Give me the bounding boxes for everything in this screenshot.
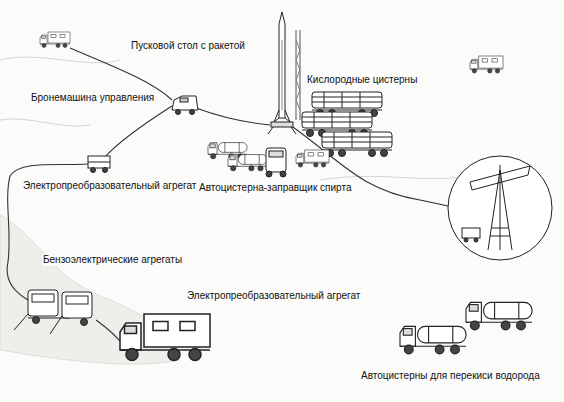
small-vehicle bbox=[40, 32, 70, 48]
antenna-callout bbox=[420, 156, 552, 260]
control-vehicle bbox=[172, 96, 198, 115]
service-trucks bbox=[208, 143, 267, 171]
cables bbox=[7, 48, 420, 346]
alcohol-tanker bbox=[266, 148, 286, 177]
part-label: Бронемашина управления bbox=[30, 92, 155, 104]
terrain bbox=[0, 57, 470, 364]
converter-unit bbox=[88, 156, 110, 173]
part-label: Электропреобразовательный агрегат bbox=[186, 290, 361, 302]
peroxide-tankers bbox=[400, 302, 532, 354]
part-label: Бензоэлектрические агрегаты bbox=[42, 254, 183, 266]
gasoline-units bbox=[14, 290, 92, 334]
converter-truck bbox=[120, 314, 210, 361]
part-label: Электропреобразовательный агрегат bbox=[22, 180, 197, 192]
part-label: Пусковой стол с ракетой bbox=[130, 40, 246, 52]
part-label: Автоцистерны для перекиси водорода bbox=[360, 370, 541, 382]
rocket bbox=[268, 12, 300, 134]
part-label: Автоцистерна-заправщик спирта bbox=[198, 182, 352, 194]
oxygen-tankers bbox=[296, 92, 392, 167]
part-label: Кислородные цистерны bbox=[306, 74, 418, 86]
distant-truck bbox=[470, 56, 503, 73]
